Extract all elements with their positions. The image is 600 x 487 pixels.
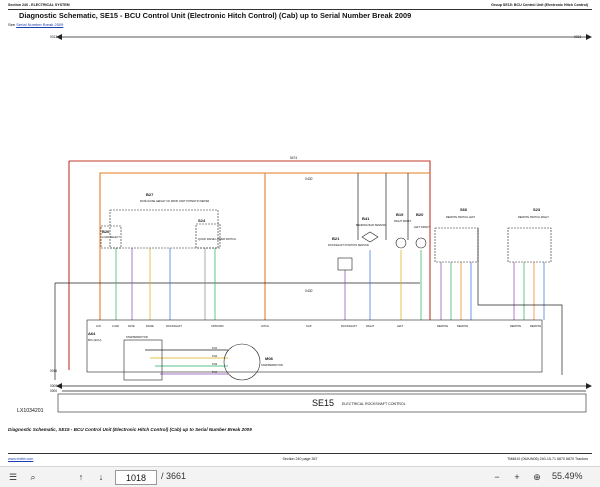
module-name: ELECTRICAL ROCKSHAFT CONTROL	[342, 402, 406, 406]
ecu-pin-label: REMOTE	[457, 324, 468, 328]
top-bus-right-label: 0013	[574, 35, 581, 39]
s24-label: S24	[198, 218, 206, 223]
s23-box	[507, 227, 552, 263]
s24-desc: QUICK RAISE LOWER SWITCH	[198, 237, 236, 241]
footer-right: TM8810 (06JUN06) 240-15-71 6870 6870 Tra…	[507, 457, 588, 461]
b27-desc: RATE RAISE HEIGHT OF DROP LIMIT POTENTIO…	[140, 199, 209, 203]
zoom-level[interactable]: 55.49%	[552, 471, 583, 481]
m08-desc: STEPPERMOTOR	[261, 363, 283, 367]
footer-center: Section 240 page 367	[282, 457, 318, 461]
bottom-bus-label-2: 0000	[50, 389, 57, 393]
b21-label: B21	[332, 236, 340, 241]
module-frame	[57, 393, 587, 413]
figure-id: LX1034201	[17, 408, 44, 414]
b20-sensor-symbol	[415, 237, 427, 249]
viewer-toolbar: ☰ ⌕ ↑ ↓ 1018 / 3661 − + ⊕ 55.49%	[0, 466, 600, 487]
search-icon[interactable]: ⌕	[30, 471, 36, 482]
footer-left: www.tmtbb.com	[8, 457, 33, 461]
ecu-pin-label: HITCH	[261, 324, 269, 328]
s24-box	[195, 223, 221, 249]
bottom-bus-label-1: 0000	[50, 384, 57, 388]
sidebar-toggle-icon[interactable]: ☰	[8, 471, 18, 482]
previous-page-button[interactable]: ↑	[78, 472, 84, 482]
remote-bus-wire	[477, 228, 563, 375]
see-prefix: See	[8, 22, 16, 27]
b41-desc: BENDING BAR SENSOR	[356, 223, 386, 227]
s23-label: S23	[533, 207, 541, 212]
power-wire-horizontal	[69, 160, 431, 320]
ecu-pin-label: RATE	[128, 324, 135, 328]
b19-sensor-symbol	[395, 237, 407, 249]
wire-label-1: X430	[305, 177, 313, 181]
ecu-pin-label: REMOTE	[437, 324, 448, 328]
footer-link[interactable]: www.tmtbb.com	[8, 457, 34, 461]
ecu-pin-label: LOAD	[112, 324, 119, 328]
s23-desc: REMOTE SWITCH RIGHT	[518, 215, 549, 219]
top-bus-label: 0013	[50, 35, 57, 39]
s66-desc: REMOTE SWITCH LEFT	[446, 215, 476, 219]
b19-label: B19	[396, 212, 404, 217]
arrow-left-icon	[56, 383, 62, 389]
ecu-pin-label: SLIP	[306, 324, 312, 328]
stepper-driver-box	[123, 339, 163, 381]
s66-box	[434, 227, 479, 263]
module-tag: SE15	[312, 398, 334, 408]
ecu-pin-label: ROCKSHAFT	[341, 324, 357, 328]
stepper-pin-label: PH1	[212, 346, 218, 350]
b26-box	[100, 225, 122, 249]
ground-bus-label: 0016	[50, 369, 57, 373]
s66-label: S66	[460, 207, 468, 212]
ecu-pin-label: ROCKSHAFT	[166, 324, 182, 328]
schematic-diagram: 0013 0013 5474 X430 X430 B26 LOAD SELECT…	[50, 34, 592, 413]
b19-desc: RIGHT DRAFT	[394, 219, 412, 223]
a64-desc: BCU (ECU)	[88, 338, 102, 342]
ecu-pin-label: UP/DOWN	[211, 324, 224, 328]
b41-sensor-symbol	[361, 231, 379, 243]
next-page-button[interactable]: ↓	[98, 472, 104, 482]
stepper-pin-label: PH2	[212, 354, 218, 358]
ecu-pin-label: LNV	[96, 324, 101, 328]
b27-box	[109, 209, 219, 249]
arrow-right-icon	[586, 34, 592, 40]
header-right: Group SE15: BCU Control Unit (Electronic…	[491, 3, 588, 7]
ecu-pin-label: REMOTE	[530, 324, 541, 328]
b20-label: B20	[416, 212, 424, 217]
arrow-right-icon	[586, 383, 592, 389]
header-rule	[8, 9, 592, 10]
footer-rule	[8, 453, 592, 454]
supply-wire	[99, 172, 430, 320]
b27-label: B27	[146, 192, 154, 197]
b26-desc: LOAD SELECT	[102, 235, 120, 239]
b26-label: B26	[102, 229, 110, 234]
zoom-in-button[interactable]: +	[514, 472, 520, 482]
page-number-input[interactable]: 1018	[115, 470, 157, 485]
page-total: / 3661	[161, 471, 187, 481]
b20-desc: LEFT DRAFT	[414, 225, 430, 229]
stepper-pin-label: PH4	[212, 370, 218, 374]
m08-label: M08	[265, 356, 274, 361]
wire-label-2: X430	[305, 289, 313, 293]
ecu-pin-label: LEFT	[397, 324, 404, 328]
ecu-pin-label: RIGHT	[366, 324, 374, 328]
m08-motor	[223, 343, 261, 381]
stepper-driver-label: STEPPERMOTOR	[126, 335, 148, 339]
header-left: Section 240 - ELECTRICAL SYSTEM	[8, 3, 70, 7]
zoom-out-button[interactable]: −	[494, 472, 500, 482]
stepper-pin-label: PH3	[212, 362, 218, 366]
zoom-menu-icon[interactable]: ⊕	[533, 471, 541, 482]
page-title: Diagnostic Schematic, SE15 - BCU Control…	[19, 11, 412, 20]
see-reference: See Serial Number Break 2009	[8, 22, 63, 27]
figure-caption: Diagnostic Schematic, SE15 - BCU Control…	[8, 427, 252, 432]
arrow-left-icon	[56, 34, 62, 40]
b21-desc: ROCKSHAFT POSITION SENSOR	[328, 243, 369, 247]
b41-label: B41	[362, 216, 370, 221]
power-wire-label: 5474	[290, 156, 297, 160]
ecu-pin-label: RAISE	[146, 324, 154, 328]
serial-number-link[interactable]: Serial Number Break 2009	[16, 22, 64, 27]
b21-sensor-symbol	[337, 257, 353, 271]
a64-label: A64	[88, 331, 96, 336]
a64-box	[86, 319, 543, 373]
ecu-pin-label: REMOTE	[510, 324, 521, 328]
